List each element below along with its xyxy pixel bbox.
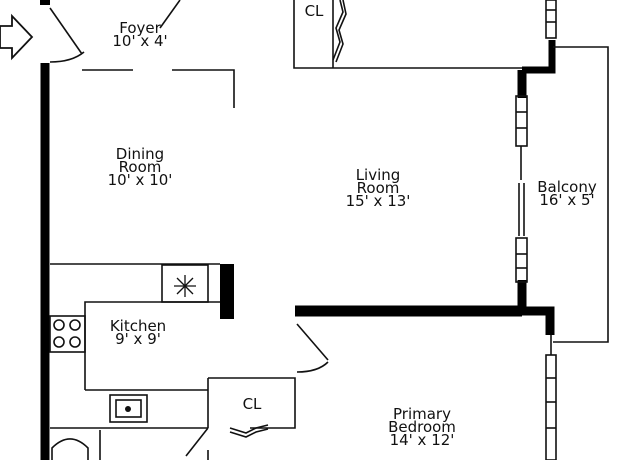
bedroom-dims: 14' x 12'	[389, 431, 455, 449]
sink-icon	[109, 394, 148, 423]
closet-label-top: CL	[304, 2, 324, 20]
room-label-bedroom: Primary Bedroom 14' x 12'	[388, 405, 456, 449]
bedroom-name: Primary	[393, 405, 451, 423]
windows	[515, 0, 557, 460]
living-name-2: Room	[356, 179, 400, 197]
doors	[49, 0, 347, 457]
dining-name-2: Room	[118, 158, 162, 176]
room-label-living: Living Room 15' x 13'	[345, 166, 411, 210]
bathtub-icon	[51, 430, 101, 460]
room-label-dining: Dining Room 10' x 10'	[107, 145, 173, 189]
dining-name: Dining	[115, 145, 165, 163]
living-name: Living	[355, 166, 401, 184]
kitchen-name: Kitchen	[109, 317, 167, 335]
closet-label-bottom: CL	[242, 395, 262, 413]
thin-walls	[50, 0, 609, 460]
kitchen-dims: 9' x 9'	[115, 330, 161, 348]
balcony-name: Balcony	[537, 178, 597, 196]
room-label-balcony: Balcony 16' x 5'	[537, 178, 597, 209]
room-label-kitchen: Kitchen 9' x 9'	[109, 317, 167, 348]
bedroom-name-2: Bedroom	[388, 418, 456, 436]
snowflake-icon	[174, 275, 196, 297]
dining-dims: 10' x 10'	[107, 171, 173, 189]
living-dims: 15' x 13'	[345, 192, 411, 210]
room-label-foyer: Foyer 10' x 4'	[112, 19, 168, 50]
stove-icon	[49, 315, 86, 353]
thick-walls	[40, 0, 556, 460]
foyer-dims: 10' x 4'	[112, 32, 168, 50]
entry-arrow-icon	[0, 13, 34, 61]
balcony-dims: 16' x 5'	[539, 191, 595, 209]
foyer-name: Foyer	[119, 19, 161, 37]
